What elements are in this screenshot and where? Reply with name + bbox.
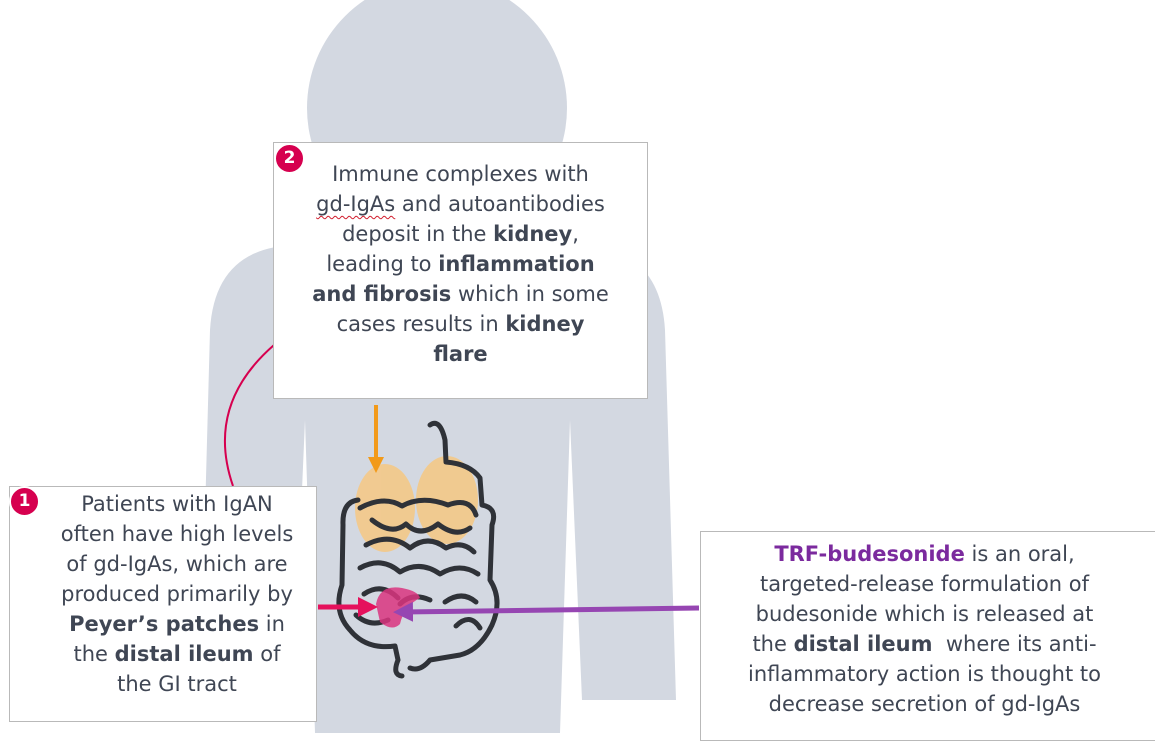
- step2-bold-text: kidney: [505, 312, 584, 336]
- step1-bold-text: Peyer’s patches: [69, 612, 259, 636]
- step2-line: cases results in kidney: [288, 309, 633, 339]
- step1-line: the distal ileum of: [44, 639, 310, 669]
- treatment-text: is an oral,: [965, 542, 1075, 566]
- step1-line: often have high levels: [44, 519, 310, 549]
- step1-text: of: [254, 642, 281, 666]
- drug-name: TRF-budesonide: [774, 542, 965, 566]
- step2-text: deposit in the: [342, 222, 493, 246]
- step2-text: and autoantibodies: [395, 192, 605, 216]
- step2-line: Immune complexes with: [288, 159, 633, 189]
- step2-text: ,: [572, 222, 579, 246]
- step2-textbox: 2 Immune complexes with gd-IgAs and auto…: [273, 142, 648, 399]
- step2-text: which in some: [451, 282, 609, 306]
- treatment-line: inflammatory action is thought to: [715, 659, 1134, 689]
- step2-number-badge: 2: [274, 143, 305, 174]
- treatment-text: where its anti-: [933, 632, 1097, 656]
- step1-line: Patients with IgAN: [44, 489, 310, 519]
- treatment-line: the distal ileum where its anti-: [715, 629, 1134, 659]
- treatment-text: the: [752, 632, 793, 656]
- step2-bold-text: kidney: [493, 222, 572, 246]
- step1-number-badge: 1: [9, 486, 40, 517]
- step2-bold-text: flare: [433, 342, 487, 366]
- treatment-textbox: TRF-budesonide is an oral, targeted-rele…: [700, 531, 1155, 741]
- treatment-line: TRF-budesonide is an oral,: [715, 539, 1134, 569]
- step2-text: leading to: [326, 252, 438, 276]
- step1-line: of gd-IgAs, which are: [44, 549, 310, 579]
- step2-line: leading to inflammation: [288, 249, 633, 279]
- step2-line: flare: [288, 339, 633, 369]
- treatment-line: targeted-release formulation of: [715, 569, 1134, 599]
- step1-line: Peyer’s patches in: [44, 609, 310, 639]
- step1-text: the: [74, 642, 115, 666]
- treatment-line: budesonide which is released at: [715, 599, 1134, 629]
- step2-text: cases results in: [337, 312, 506, 336]
- treatment-bold-text: distal ileum: [794, 632, 933, 656]
- treatment-line: decrease secretion of gd-IgAs: [715, 689, 1134, 719]
- step2-bold-text: and fibrosis: [312, 282, 451, 306]
- step1-bold-text: distal ileum: [115, 642, 254, 666]
- spellcheck-term: gd-IgAs: [316, 192, 395, 216]
- step2-line: gd-IgAs and autoantibodies: [288, 189, 633, 219]
- step1-textbox: 1 Patients with IgAN often have high lev…: [9, 486, 317, 722]
- step2-bold-text: inflammation: [438, 252, 594, 276]
- step2-line: and fibrosis which in some: [288, 279, 633, 309]
- step1-line: the GI tract: [44, 669, 310, 699]
- step2-line: deposit in the kidney,: [288, 219, 633, 249]
- step1-line: produced primarily by: [44, 579, 310, 609]
- step1-text: in: [259, 612, 285, 636]
